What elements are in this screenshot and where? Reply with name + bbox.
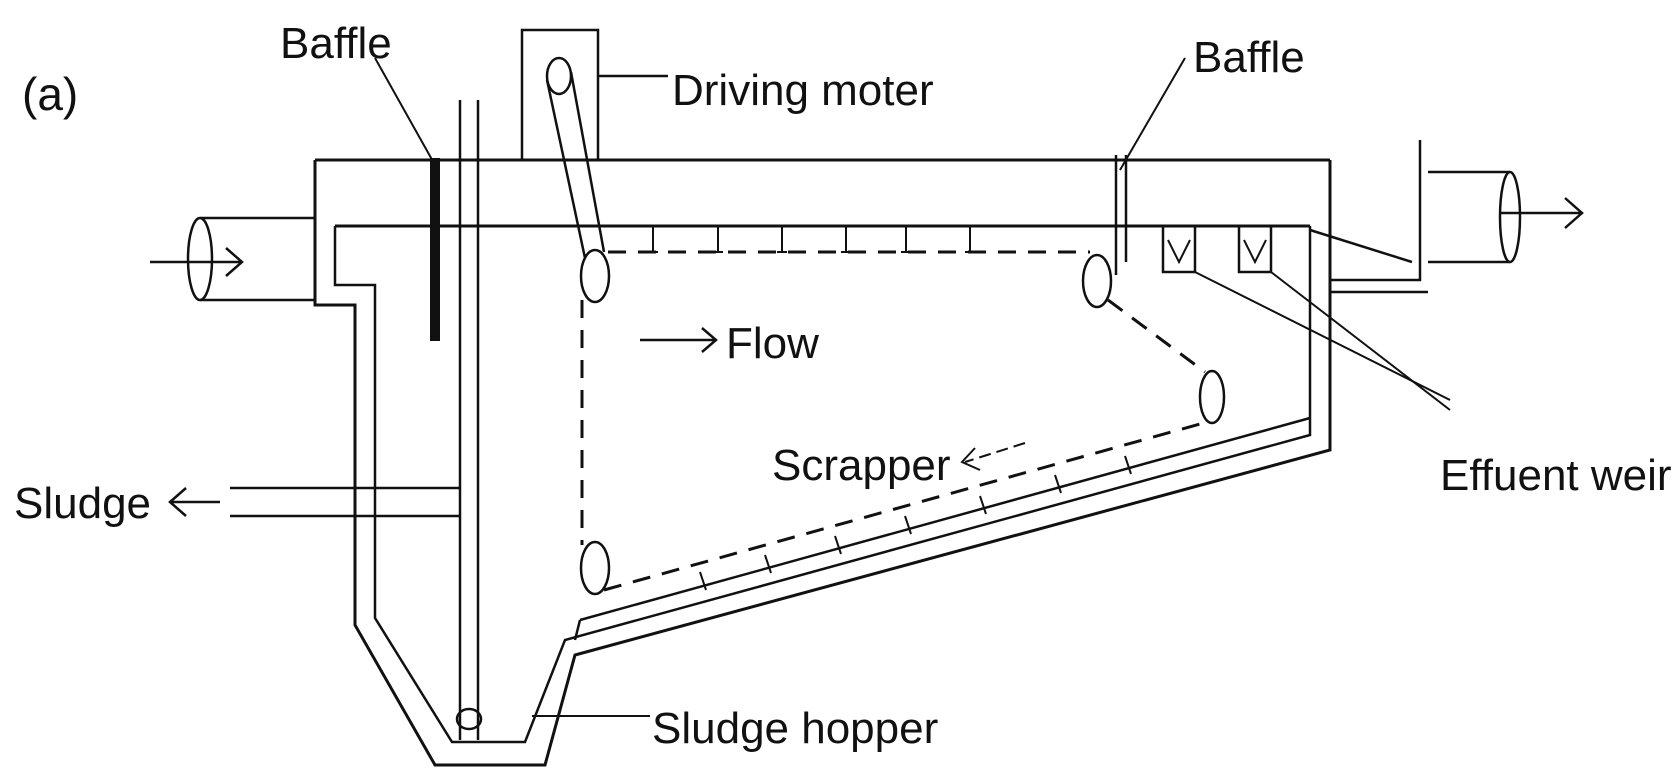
driving-motor-label: Driving moter — [672, 66, 934, 115]
flow-arrow — [640, 327, 718, 353]
baffle-right-label: Baffle — [1193, 33, 1305, 82]
tank-walls — [313, 158, 1332, 767]
effluent-weirs — [1161, 224, 1273, 274]
influent-pipe — [150, 216, 315, 302]
sludge-label: Sludge — [14, 479, 151, 528]
flow-label: Flow — [726, 319, 819, 368]
left-baffle — [430, 158, 440, 341]
baffle-left-label: Baffle — [280, 19, 392, 68]
scraper-direction-arrow — [960, 442, 1026, 471]
leader-lines — [374, 57, 1451, 717]
panel-label: (a) — [22, 68, 78, 120]
driving-motor — [520, 28, 668, 259]
scrapper-label: Scrapper — [772, 441, 951, 490]
sludge-pipe — [168, 100, 483, 740]
effluent-pipe — [1309, 140, 1584, 294]
sludge-hopper-label: Sludge hopper — [652, 704, 938, 753]
scraper-chain — [579, 226, 1226, 596]
right-baffle — [1114, 155, 1128, 275]
effluent-weir-label: Effuent weir — [1440, 451, 1672, 500]
